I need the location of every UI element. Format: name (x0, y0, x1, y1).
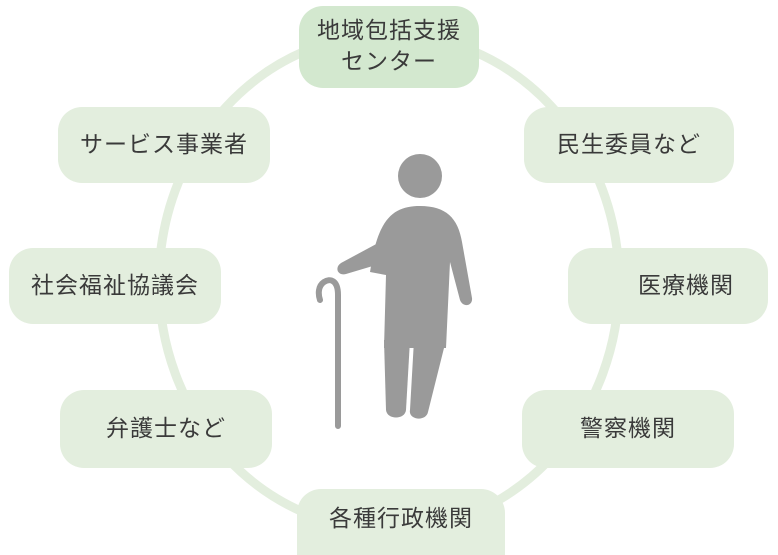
figure-head (398, 154, 442, 198)
node-label: 各種行政機関 (329, 505, 473, 532)
node-label: 民生委員など (557, 131, 701, 158)
node-kakushu-gyousei: 各種行政機関 (297, 489, 505, 555)
node-service-jigyousha: サービス事業者 (58, 107, 270, 183)
node-label: 医療機関 (638, 272, 734, 299)
node-shakai-fukushi: 社会福祉協議会 (9, 248, 221, 324)
node-bengoshi: 弁護士など (60, 390, 272, 468)
figure-arm (337, 242, 392, 275)
node-label: 弁護士など (106, 415, 226, 442)
figure-leg-right (409, 340, 446, 419)
node-chiiki-houkatsu: 地域包括支援 センター (299, 6, 479, 88)
node-minsei-iin: 民生委員など (524, 107, 734, 183)
elderly-person-with-cane-icon (315, 154, 473, 429)
figure-torso (370, 206, 473, 348)
node-keisatsu-kikan: 警察機関 (522, 390, 734, 468)
node-label: 警察機関 (580, 415, 676, 442)
node-label-line-2: センター (341, 49, 437, 75)
cane (315, 277, 341, 429)
node-iryou-kikan: 医療機関 (568, 248, 768, 324)
node-label: サービス事業者 (80, 131, 248, 158)
node-label: 社会福祉協議会 (31, 272, 199, 299)
node-label-line-1: 地域包括支援 (317, 18, 461, 44)
figure-leg-left (384, 340, 410, 418)
